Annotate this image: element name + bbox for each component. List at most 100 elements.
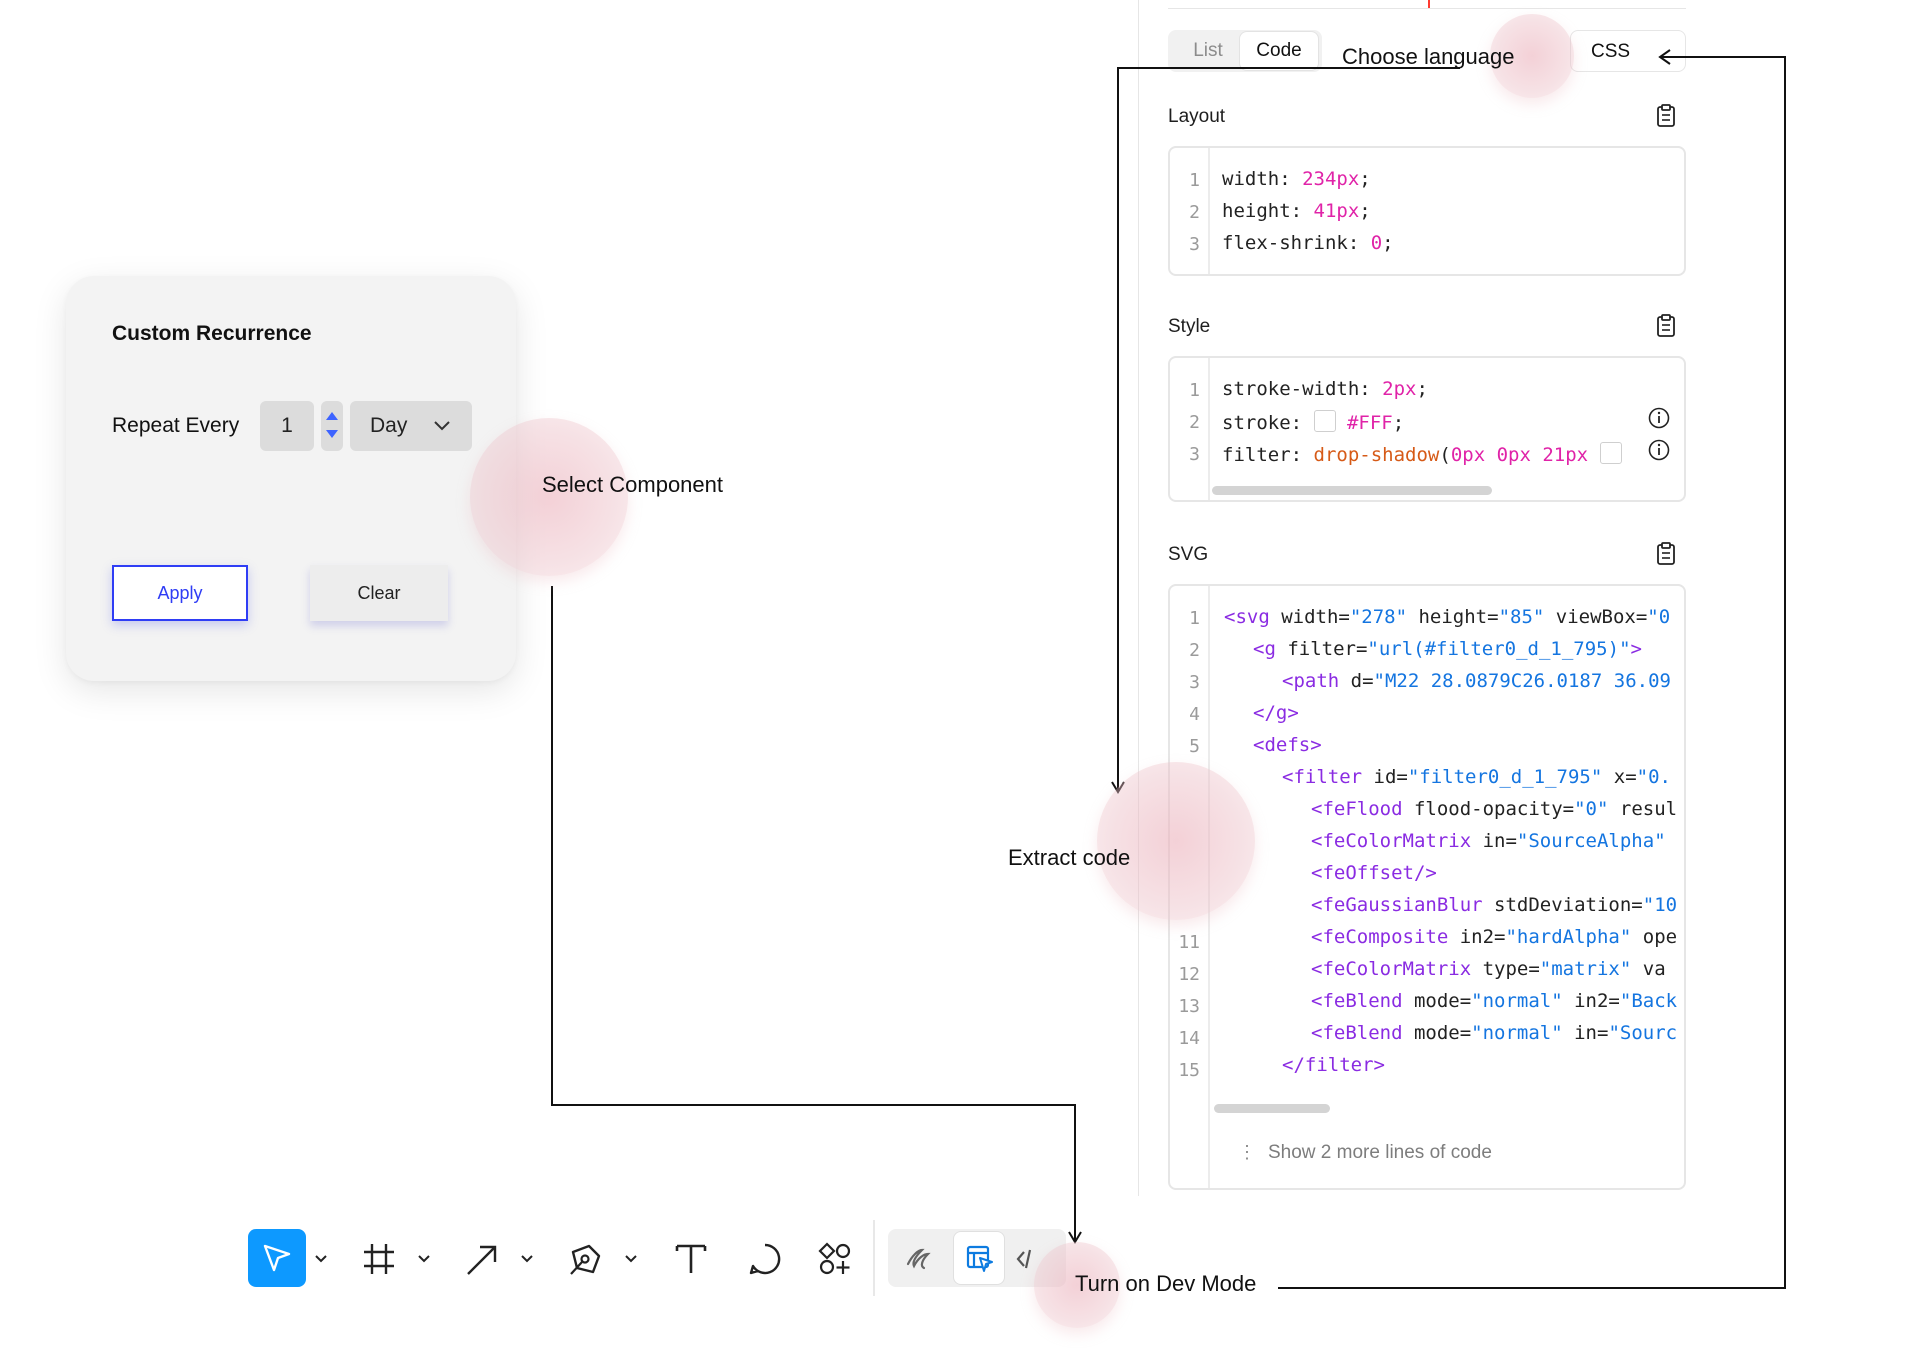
line-number: 2 (1189, 202, 1200, 223)
layout-section-title: Layout (1168, 106, 1226, 127)
frame-tool-icon[interactable] (362, 1242, 396, 1276)
draw-mode-icon[interactable] (904, 1244, 934, 1274)
code-token: "0. (1636, 766, 1671, 788)
code-token: "10 (1642, 894, 1678, 916)
code-token: <feGaussianBlur (1311, 894, 1483, 916)
code-token: "278" (1349, 606, 1408, 628)
tab-list[interactable]: List (1193, 40, 1223, 61)
code-token: "filter0_d_1_795" (1407, 766, 1603, 788)
code-token: 41px (1313, 200, 1360, 222)
code-line: </filter> (1282, 1054, 1385, 1076)
clear-button[interactable]: Clear (310, 565, 448, 621)
code-token: in2= (1562, 990, 1620, 1012)
tab-code[interactable]: Code (1240, 32, 1318, 70)
code-line: flex-shrink: 0; (1222, 232, 1394, 254)
code-line: filter: drop-shadow(0px 0px 21px (1222, 442, 1622, 466)
dev-mode-inspect-button[interactable] (954, 1232, 1004, 1284)
stepper-down-icon[interactable] (326, 430, 338, 438)
apply-button[interactable]: Apply (112, 565, 248, 621)
copy-svg-icon[interactable] (1656, 542, 1676, 566)
code-token: "Sourc (1608, 1022, 1678, 1044)
code-mode-icon[interactable] (1014, 1244, 1040, 1274)
code-token: d= (1339, 670, 1374, 692)
code-token: "matrix" (1539, 958, 1632, 980)
code-token: </filter> (1282, 1054, 1385, 1076)
code-token: stroke: (1222, 412, 1314, 434)
code-line: <feComposite in2="hardAlpha" ope (1311, 926, 1677, 948)
code-token: "normal" (1471, 990, 1563, 1012)
code-token: ; (1416, 378, 1428, 400)
callout-choose-language: Choose language (1342, 44, 1515, 69)
style-section-title: Style (1168, 316, 1211, 337)
code-token: 0px 0px 21px (1450, 444, 1589, 466)
callout-marker (1097, 762, 1255, 920)
line-gutter: 1 2 3 (1170, 358, 1210, 500)
code-token: mode= (1402, 1022, 1472, 1044)
copy-style-icon[interactable] (1656, 314, 1676, 338)
code-token: <g (1253, 638, 1276, 660)
panel-top-edge (1168, 0, 1686, 9)
code-token: type= (1471, 958, 1540, 980)
code-token: va (1631, 958, 1666, 980)
line-number: 1 (1189, 608, 1200, 629)
show-more-lines-link[interactable]: Show 2 more lines of code (1268, 1142, 1492, 1163)
chevron-down-icon[interactable] (314, 1254, 328, 1264)
code-token: ; (1382, 232, 1394, 254)
code-token: in= (1471, 830, 1517, 852)
chevron-down-icon[interactable] (624, 1254, 638, 1264)
code-token: "M22 28.0879C26.0187 36.09 (1373, 670, 1671, 692)
stepper-up-icon[interactable] (326, 412, 338, 420)
info-icon[interactable] (1648, 407, 1670, 429)
code-line: <g filter="url(#filter0_d_1_795)"> (1253, 638, 1642, 660)
info-icon[interactable] (1648, 439, 1670, 461)
actions-tool-icon[interactable] (818, 1242, 852, 1276)
code-token: <feOffset/> (1311, 862, 1437, 884)
svg-section-title: SVG (1168, 544, 1209, 565)
chevron-down-icon (434, 421, 450, 431)
comment-tool-icon[interactable] (748, 1242, 782, 1276)
code-token: "SourceAlpha" (1516, 830, 1666, 852)
cursor-arrow-icon (263, 1244, 291, 1272)
line-number: 3 (1189, 234, 1200, 255)
chevron-down-icon[interactable] (520, 1254, 534, 1264)
code-token: height= (1407, 606, 1499, 628)
code-token: resul (1608, 798, 1678, 820)
horizontal-scrollbar[interactable] (1214, 1104, 1330, 1113)
line-number: 2 (1189, 640, 1200, 661)
repeat-count-stepper[interactable] (321, 401, 343, 451)
code-token: "0" (1574, 798, 1609, 820)
line-number: 5 (1189, 736, 1200, 757)
color-swatch (1599, 442, 1622, 464)
view-tabs: List Code (1168, 30, 1322, 72)
repeat-unit-value: Day (370, 414, 408, 437)
callout-extract-code: Extract code (1008, 845, 1131, 870)
language-select[interactable]: CSS (1570, 30, 1686, 72)
code-token: flood-opacity= (1402, 798, 1575, 820)
horizontal-scrollbar[interactable] (1212, 486, 1492, 495)
repeat-unit-select[interactable]: Day (350, 401, 472, 451)
move-tool-button[interactable] (248, 1229, 306, 1287)
code-line: <svg width="278" height="85" viewBox="0 (1224, 606, 1670, 628)
style-code-block: 1 2 3 stroke-width: 2px; stroke: #FFF; f… (1168, 356, 1686, 502)
arrow-tool-icon[interactable] (464, 1242, 500, 1278)
code-token: filter: (1222, 444, 1314, 466)
card-title: Custom Recurrence (112, 322, 312, 345)
code-line: <feBlend mode="normal" in="Sourc (1311, 1022, 1677, 1044)
code-token: <svg (1224, 606, 1270, 628)
code-line: <defs> (1253, 734, 1322, 756)
code-token: "0 (1647, 606, 1671, 628)
chevron-down-icon[interactable] (417, 1254, 431, 1264)
line-number: 3 (1189, 672, 1200, 693)
text-tool-icon[interactable] (674, 1242, 708, 1276)
callout-select-component: Select Component (542, 472, 723, 497)
callout-turn-on-dev-mode: Turn on Dev Mode (1075, 1271, 1257, 1296)
code-line: <feOffset/> (1311, 862, 1437, 884)
repeat-count-input[interactable]: 1 (260, 401, 314, 451)
pen-tool-icon[interactable] (567, 1242, 603, 1278)
code-line: <feColorMatrix type="matrix" va (1311, 958, 1666, 980)
copy-layout-icon[interactable] (1656, 104, 1676, 128)
code-token: drop-shadow (1313, 444, 1440, 466)
dev-mode-inspect-icon (966, 1245, 993, 1272)
code-token: 0 (1370, 232, 1383, 254)
code-token: viewBox= (1544, 606, 1648, 628)
